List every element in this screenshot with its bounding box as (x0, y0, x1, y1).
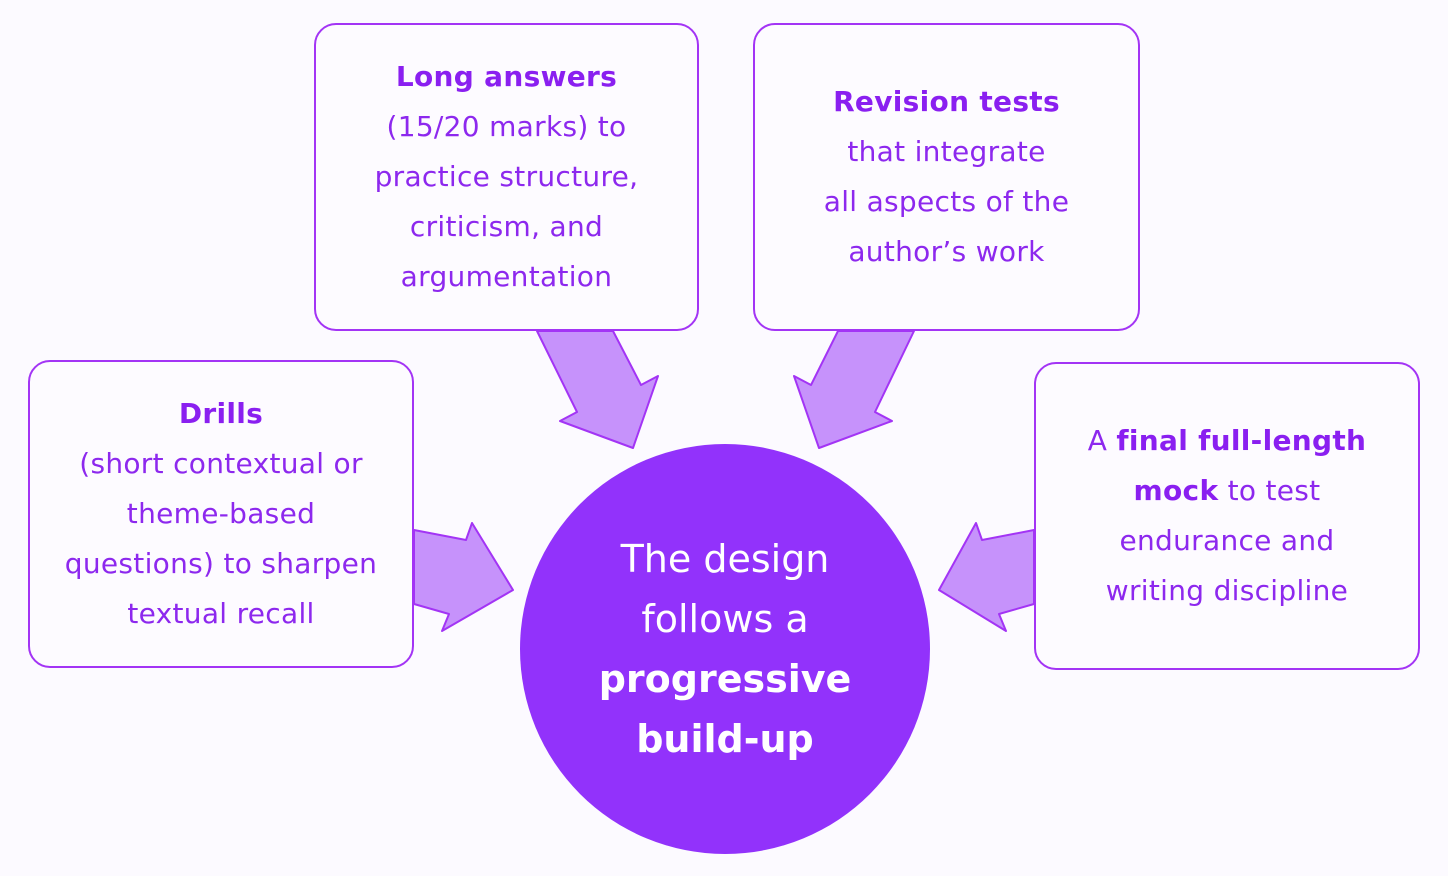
revision-tests-line-1: that integrate (847, 135, 1046, 168)
final-mock-title-1: final full-length (1116, 424, 1367, 457)
final-mock-rest: to test (1218, 474, 1321, 507)
long-answers-line-4: argumentation (400, 260, 613, 293)
drills-title: Drills (178, 397, 264, 430)
revision-tests-title: Revision tests (833, 85, 1060, 118)
revision-tests-line-2: all aspects of the (823, 185, 1070, 218)
final-mock-line-1: endurance and (1119, 524, 1335, 557)
long-answers-line-3: criticism, and (409, 210, 604, 243)
final-mock-line-2: writing discipline (1105, 574, 1349, 607)
center-circle: The design follows a progressive build-u… (520, 444, 930, 854)
drills-line-1: (short contextual or (79, 447, 363, 480)
drills-line-3: questions) to sharpen (64, 547, 378, 580)
drills-line-4: textual recall (127, 597, 315, 630)
revision-tests-line-3: author’s work (848, 235, 1045, 268)
center-line-3: progressive (598, 657, 852, 701)
final-mock-title-2: mock (1133, 474, 1219, 507)
center-line-4: build-up (636, 717, 814, 761)
revision-tests-box: Revision tests that integrate all aspect… (753, 23, 1140, 331)
final-mock-box: A final full-length mock to test enduran… (1034, 362, 1420, 670)
long-answers-box: Long answers (15/20 marks) to practice s… (314, 23, 699, 331)
center-line-2: follows a (641, 597, 809, 641)
arrow-from-drills (413, 522, 514, 632)
arrow-from-final-mock (938, 522, 1035, 632)
arrow-from-long-answers (536, 330, 659, 449)
long-answers-line-1: (15/20 marks) to (386, 110, 627, 143)
long-answers-line-2: practice structure, (374, 160, 639, 193)
arrow-from-revision-tests (793, 330, 915, 449)
final-mock-prefix: A (1087, 424, 1117, 457)
center-line-1: The design (620, 537, 830, 581)
drills-line-2: theme-based (126, 497, 316, 530)
drills-box: Drills (short contextual or theme-based … (28, 360, 414, 668)
long-answers-title: Long answers (395, 60, 618, 93)
